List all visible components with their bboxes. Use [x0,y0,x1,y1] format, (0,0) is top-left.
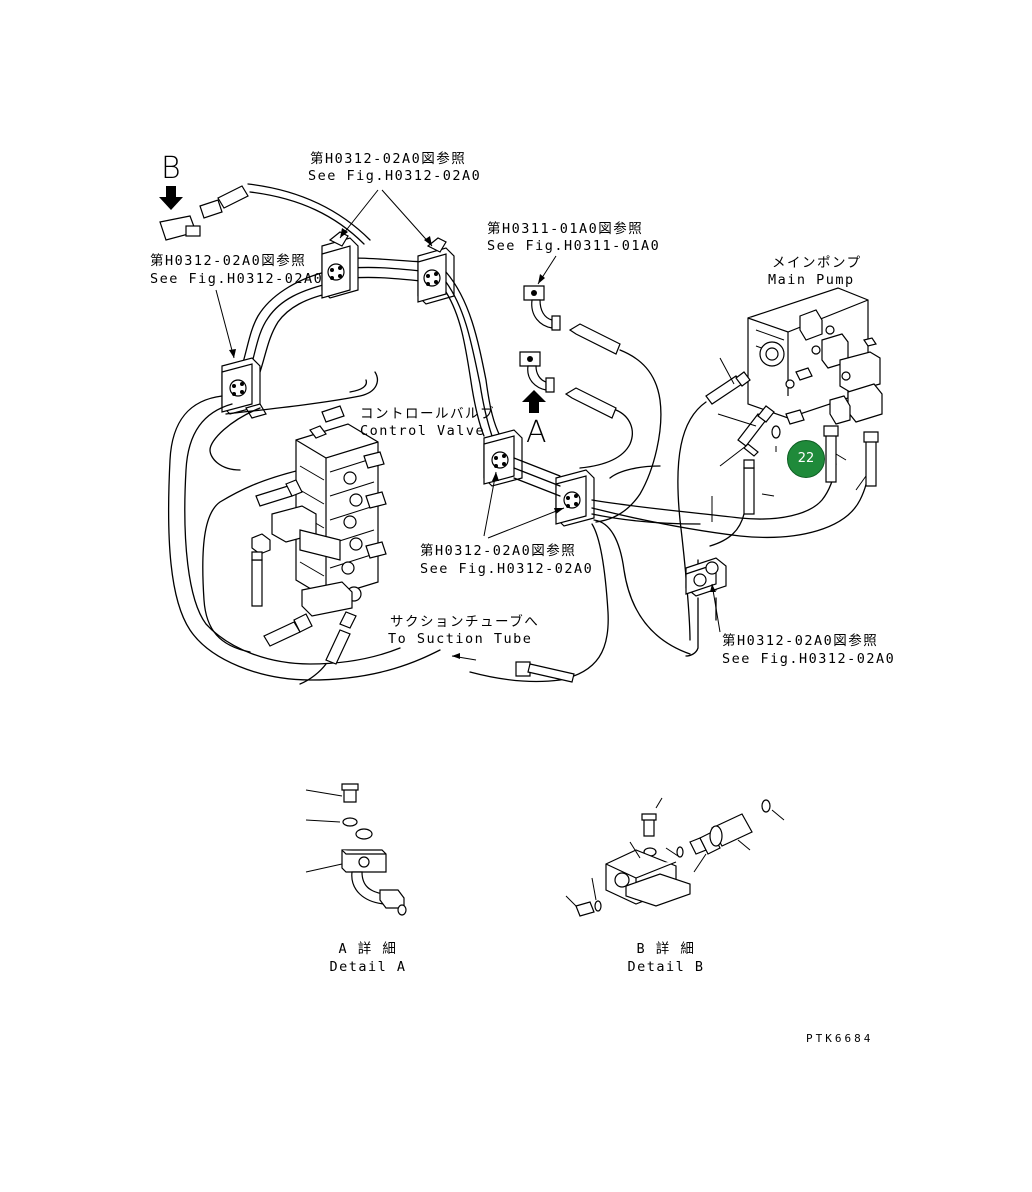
ref-h0311-en: See Fig.H0311-01A0 [487,238,661,254]
control-valve-ja: コントロールバルブ [360,406,495,422]
hoses-to-pump [469,457,869,683]
main-pump [747,287,883,425]
upper-elbow-fitting [523,285,561,331]
detail-b-ja: B 詳 細 [636,941,696,957]
pump-fittings [705,371,879,515]
main-pump-en: Main Pump [768,272,855,288]
ref-mid-ja: 第H0312-02A0図参照 [420,543,577,559]
control-valve-en: Control Valve [360,423,486,439]
drawing-code: PTK6684 [806,1032,874,1045]
pump-loop-hoses [677,401,745,641]
clamp-a-upper [483,429,523,487]
hose-down-to-a [445,271,501,437]
view-a-arrow [522,390,546,413]
view-a-marker: A [526,415,547,450]
clamp-mid [555,469,595,527]
clamp-left [221,357,267,419]
ref-left-en: See Fig.H0312-02A0 [150,271,324,287]
view-b-arrow [159,186,183,210]
detail-a-en: Detail A [329,959,407,975]
ref-top-ja: 第H0312-02A0図参照 [310,151,467,167]
ref-h0311-ja: 第H0311-01A0図参照 [487,221,644,237]
clamp-top-right [417,237,455,305]
ref-right-en: See Fig.H0312-02A0 [722,651,896,667]
pilot-hoses [564,323,662,523]
hose-right-down [685,597,699,657]
detail-b [565,797,785,917]
leader-lines [215,189,867,661]
valve-fittings [251,405,357,685]
suction-ja: サクションチューブへ [390,614,540,630]
clamp-top-left [321,231,359,299]
ref-mid-en: See Fig.H0312-02A0 [420,561,594,577]
fitting-b [159,185,249,241]
ref-right-ja: 第H0312-02A0図参照 [722,633,879,649]
control-valve [251,423,387,617]
part-callout-22[interactable]: 22 [787,440,825,478]
clamp-right [685,557,727,597]
main-pump-ja: メインポンプ [772,255,862,271]
detail-b-en: Detail B [627,959,705,975]
suction-fitting [515,661,575,683]
view-b-marker: B [161,151,181,186]
ref-left-ja: 第H0312-02A0図参照 [150,253,307,269]
detail-a [305,783,407,916]
detail-a-ja: A 詳 細 [338,941,398,957]
lower-elbow-fitting [519,351,555,393]
ref-top-en: See Fig.H0312-02A0 [308,168,482,184]
suction-en: To Suction Tube [388,631,533,647]
